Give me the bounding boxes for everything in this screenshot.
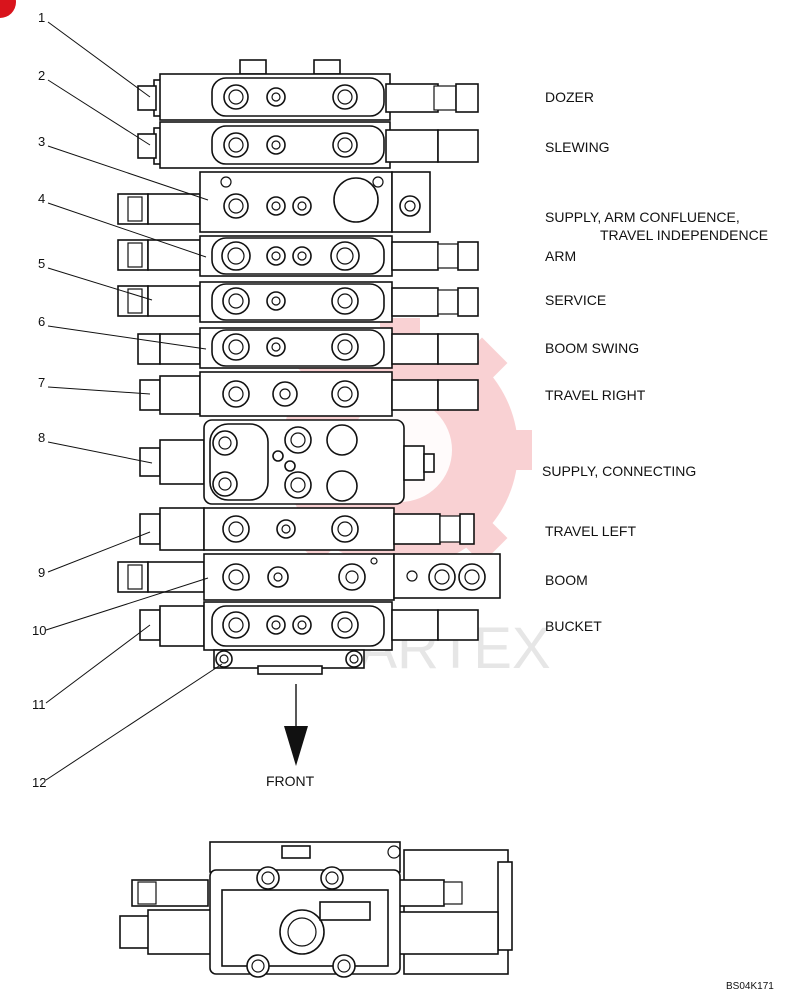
label-dozer: DOZER (545, 89, 594, 105)
callout-6: 6 (38, 314, 45, 329)
label-bucket: BUCKET (545, 618, 602, 634)
callout-4: 4 (38, 191, 45, 206)
callout-10: 10 (32, 623, 46, 638)
callouts: 1 2 3 4 5 6 7 8 9 10 11 12 (32, 10, 223, 790)
end-plate (213, 649, 365, 675)
label-slewing: SLEWING (545, 139, 610, 155)
label-service: SERVICE (545, 292, 606, 308)
section-travel-left (139, 507, 475, 551)
callout-2: 2 (38, 68, 45, 83)
section-boom (117, 553, 501, 601)
label-supply-arm-confluence: SUPPLY, ARM CONFLUENCE, (545, 209, 740, 225)
section-service (117, 281, 479, 323)
section-supply-connecting (139, 419, 435, 505)
callout-1: 1 (38, 10, 45, 25)
section-arm (117, 235, 479, 277)
front-label: FRONT (266, 773, 315, 789)
top-fitting (239, 59, 267, 75)
label-boom-swing: BOOM SWING (545, 340, 639, 356)
corner-badge (0, 0, 16, 18)
valve-front-view (119, 841, 513, 978)
callout-11: 11 (32, 697, 46, 712)
label-travel-left: TRAVEL LEFT (545, 523, 636, 539)
callout-3: 3 (38, 134, 45, 149)
valve-stack (117, 59, 501, 675)
label-travel-independence: TRAVEL INDEPENDENCE (600, 227, 768, 243)
section-slewing (137, 121, 479, 169)
label-boom: BOOM (545, 572, 588, 588)
callout-7: 7 (38, 375, 45, 390)
top-fitting (313, 59, 341, 75)
callout-12: 12 (32, 775, 46, 790)
section-dozer (137, 73, 479, 121)
label-arm: ARM (545, 248, 576, 264)
callout-8: 8 (38, 430, 45, 445)
callout-5: 5 (38, 256, 45, 271)
callout-9: 9 (38, 565, 45, 580)
front-arrow-icon (284, 684, 308, 766)
section-bucket (139, 601, 479, 651)
figure-code: BS04K171 (726, 981, 774, 992)
label-supply-connecting: SUPPLY, CONNECTING (542, 463, 696, 479)
section-boom-swing (137, 327, 479, 369)
section-labels: DOZER SLEWING SUPPLY, ARM CONFLUENCE, TR… (542, 89, 768, 634)
section-travel-right (139, 371, 479, 417)
label-travel-right: TRAVEL RIGHT (545, 387, 646, 403)
section-supply-arm-confluence (117, 171, 431, 233)
